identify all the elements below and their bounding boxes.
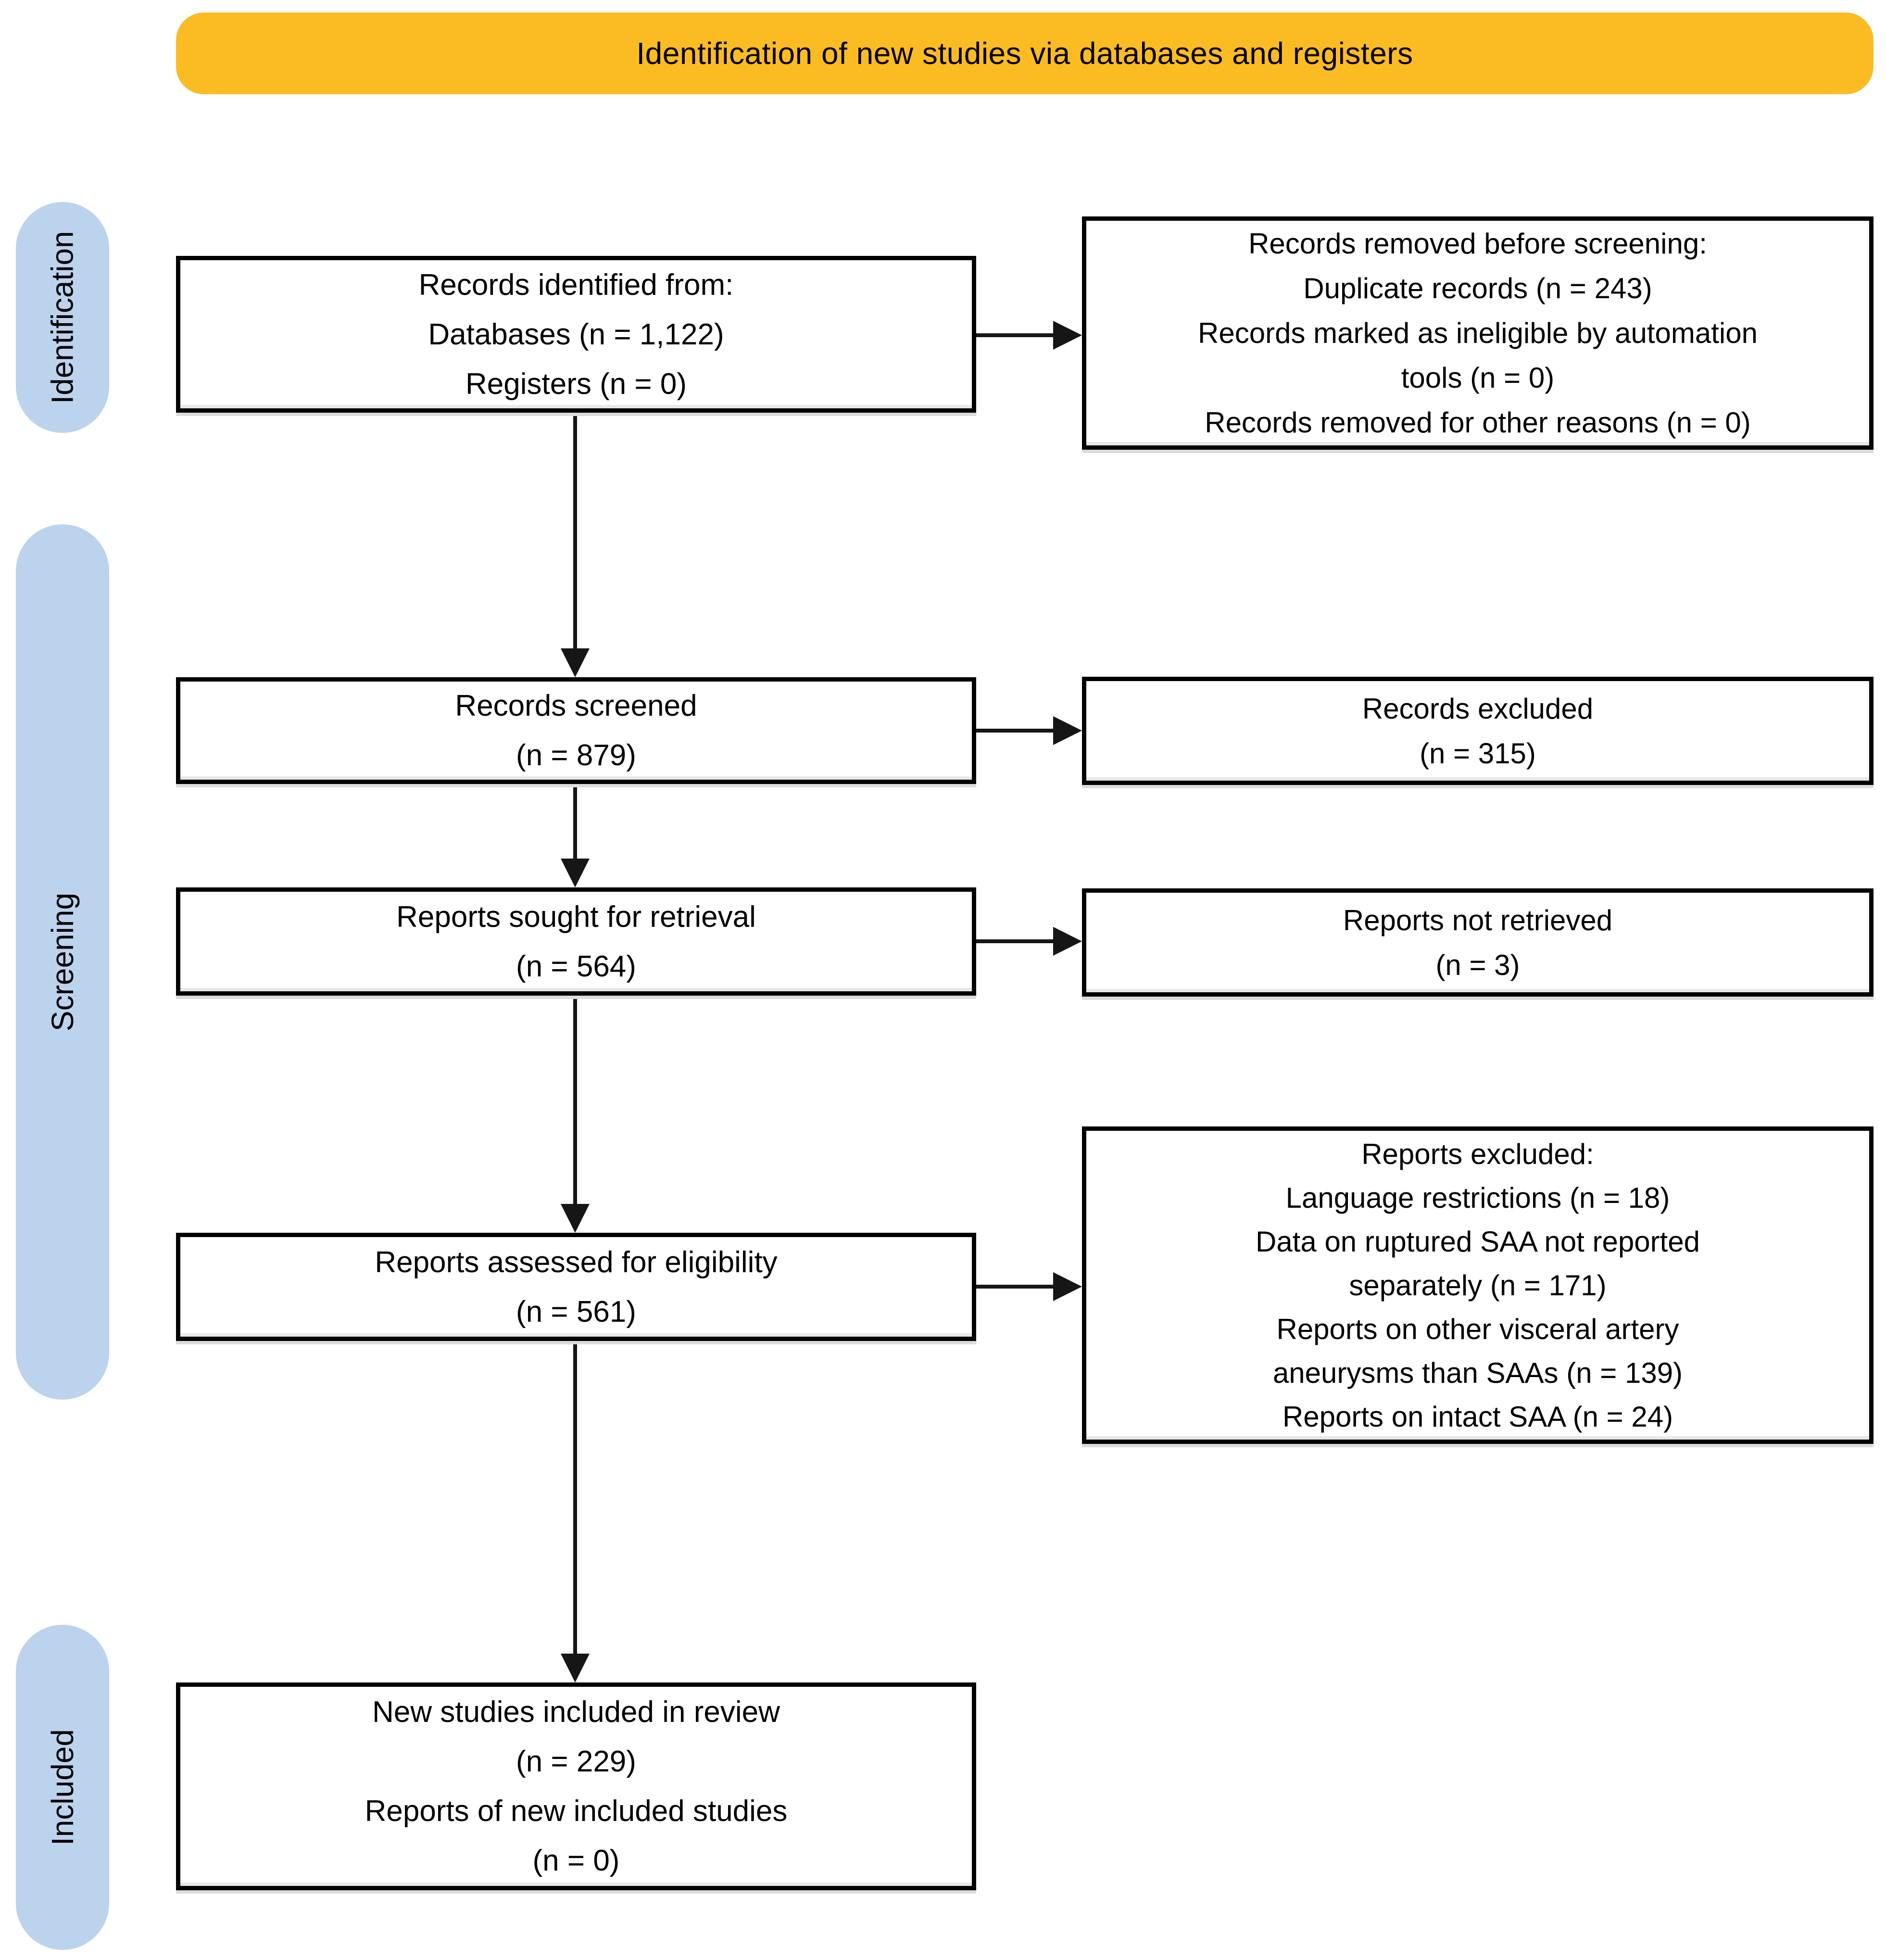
box-text-line: New studies included in review bbox=[372, 1695, 780, 1729]
stage-label-identification: Identification bbox=[45, 231, 80, 404]
box-records-identified: Records identified from: Databases (n = … bbox=[176, 256, 976, 413]
box-text-line: (n = 561) bbox=[516, 1295, 636, 1328]
box-text-line: Records identified from: bbox=[418, 268, 734, 302]
box-text-line: (n = 564) bbox=[516, 949, 636, 983]
box-reports-excluded: Reports excluded: Language restrictions … bbox=[1082, 1126, 1873, 1444]
box-text-line: Reports excluded: bbox=[1361, 1138, 1594, 1170]
box-text-line: Records removed before screening: bbox=[1248, 228, 1707, 260]
box-text-line: aneurysms than SAAs (n = 139) bbox=[1272, 1356, 1683, 1389]
banner-identification-of-new-studies: Identification of new studies via databa… bbox=[176, 13, 1873, 94]
box-text-line: Duplicate records (n = 243) bbox=[1303, 272, 1652, 304]
box-text-line: Reports assessed for eligibility bbox=[375, 1245, 778, 1279]
box-text-line: Registers (n = 0) bbox=[465, 367, 687, 401]
box-text-line: Records screened bbox=[455, 689, 697, 722]
box-reports-assessed-for-eligibility: Reports assessed for eligibility (n = 56… bbox=[176, 1233, 976, 1341]
box-text-line: (n = 3) bbox=[1435, 948, 1520, 981]
box-text-line: Databases (n = 1,122) bbox=[428, 317, 724, 351]
stage-label-included: Included bbox=[45, 1729, 80, 1846]
box-text-line: Records marked as ineligible by automati… bbox=[1198, 317, 1758, 349]
stage-pill-screening: Screening bbox=[16, 524, 109, 1400]
box-new-studies-included: New studies included in review (n = 229)… bbox=[176, 1682, 976, 1890]
box-text-line: (n = 229) bbox=[516, 1745, 636, 1778]
box-reports-not-retrieved: Reports not retrieved (n = 3) bbox=[1082, 888, 1873, 997]
box-text-line: Reports on intact SAA (n = 24) bbox=[1282, 1400, 1673, 1433]
box-text-line: Reports not retrieved bbox=[1343, 904, 1613, 936]
box-text-line: (n = 879) bbox=[516, 739, 636, 772]
box-text-line: Reports of new included studies bbox=[365, 1795, 788, 1828]
box-text-line: Language restrictions (n = 18) bbox=[1285, 1181, 1670, 1214]
box-text-line: (n = 315) bbox=[1420, 737, 1536, 770]
box-text-line: Reports on other visceral artery bbox=[1276, 1313, 1679, 1345]
stage-label-screening: Screening bbox=[45, 892, 80, 1032]
box-text-line: Records removed for other reasons (n = 0… bbox=[1205, 406, 1751, 439]
box-text-line: Reports sought for retrieval bbox=[396, 900, 756, 934]
banner-label: Identification of new studies via databa… bbox=[636, 36, 1413, 71]
box-text-line: Data on ruptured SAA not reported bbox=[1256, 1225, 1700, 1258]
box-reports-sought-for-retrieval: Reports sought for retrieval (n = 564) bbox=[176, 887, 976, 996]
box-records-excluded: Records excluded (n = 315) bbox=[1082, 677, 1873, 785]
stage-pill-included: Included bbox=[16, 1625, 109, 1950]
box-text-line: (n = 0) bbox=[532, 1844, 620, 1877]
stage-pill-identification: Identification bbox=[16, 202, 109, 433]
box-records-removed-before-screening: Records removed before screening: Duplic… bbox=[1082, 216, 1873, 450]
box-text-line: separately (n = 171) bbox=[1349, 1269, 1607, 1302]
box-records-screened: Records screened (n = 879) bbox=[176, 677, 976, 784]
box-text-line: tools (n = 0) bbox=[1401, 362, 1555, 394]
box-text-line: Records excluded bbox=[1362, 692, 1594, 725]
